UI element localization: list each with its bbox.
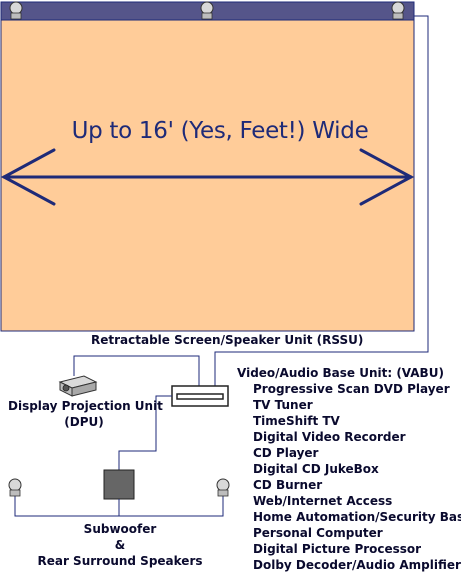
feature-item: Digital CD JukeBox [253, 462, 379, 476]
rear-speaker-left-icon [8, 478, 22, 497]
audio-label-line1: Subwoofer [83, 522, 157, 536]
feature-item: Home Automation/Security Base [253, 510, 461, 524]
feature-item: Personal Computer [253, 526, 383, 540]
subwoofer-cable [118, 395, 172, 470]
screen-cable [214, 15, 429, 386]
speaker-icon [200, 1, 214, 20]
audio-label-line2: & [114, 538, 126, 552]
projector-icon [58, 375, 98, 397]
screen-label: Retractable Screen/Speaker Unit (RSSU) [91, 333, 364, 347]
feature-item: TimeShift TV [253, 414, 340, 428]
screen-width-text: Up to 16' (Yes, Feet!) Wide [71, 118, 369, 144]
feature-item: Progressive Scan DVD Player [253, 382, 450, 396]
projector-label-line1: Display Projection Unit [8, 399, 163, 413]
feature-item: TV Tuner [253, 398, 313, 412]
speaker-icon [9, 1, 23, 20]
speaker-icon [391, 1, 405, 20]
projector-label: Display Projection Unit (DPU) [8, 398, 163, 430]
feature-item: Web/Internet Access [253, 494, 393, 508]
projector-cable [73, 355, 200, 386]
audio-label: Subwoofer & Rear Surround Speakers [30, 521, 210, 569]
feature-item: Digital Video Recorder [253, 430, 406, 444]
projector-label-line2: (DPU) [64, 415, 104, 429]
subwoofer-box [103, 469, 135, 500]
base-unit-icon [171, 385, 229, 407]
feature-item: CD Player [253, 446, 319, 460]
feature-item: Digital Picture Processor [253, 542, 422, 556]
feature-item: Dolby Decoder/Audio Amplifier [253, 558, 461, 572]
rear-speaker-right-icon [216, 478, 230, 497]
width-arrow [0, 148, 415, 206]
base-unit-label: Video/Audio Base Unit: (VABU) [237, 366, 444, 380]
audio-label-line3: Rear Surround Speakers [37, 554, 203, 568]
feature-item: CD Burner [253, 478, 323, 492]
